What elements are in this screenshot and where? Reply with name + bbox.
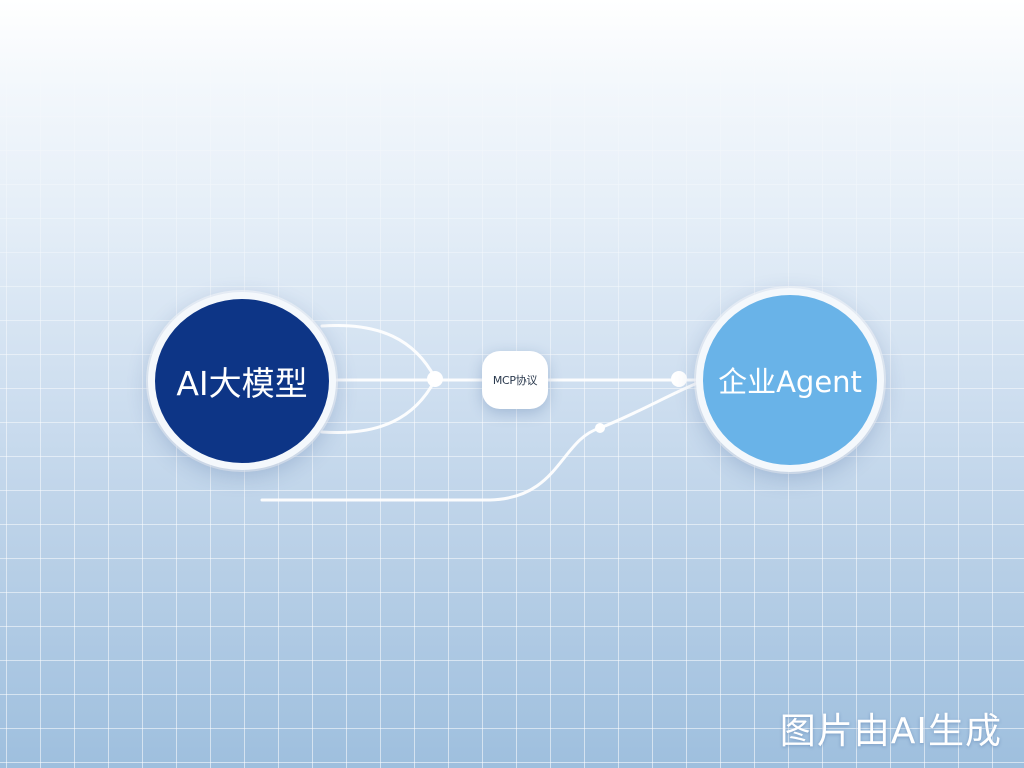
- ai-model-label: AI大模型: [176, 364, 308, 403]
- junction-dot-lower: [595, 423, 605, 433]
- upper-arc-line: [320, 323, 437, 380]
- mcp-protocol-badge: MCP协议: [482, 351, 548, 409]
- junction-dot-right: [671, 371, 687, 387]
- ai-model-node: AI大模型: [148, 292, 336, 470]
- junction-dot-left: [427, 371, 443, 387]
- enterprise-agent-node: 企业Agent: [696, 288, 884, 472]
- lower-arc-line: [320, 378, 437, 435]
- ai-generated-watermark: 图片由AI生成: [779, 711, 1002, 752]
- enterprise-agent-label: 企业Agent: [718, 365, 862, 399]
- bottom-return-line: [260, 380, 702, 502]
- mcp-protocol-label: MCP协议: [492, 374, 538, 387]
